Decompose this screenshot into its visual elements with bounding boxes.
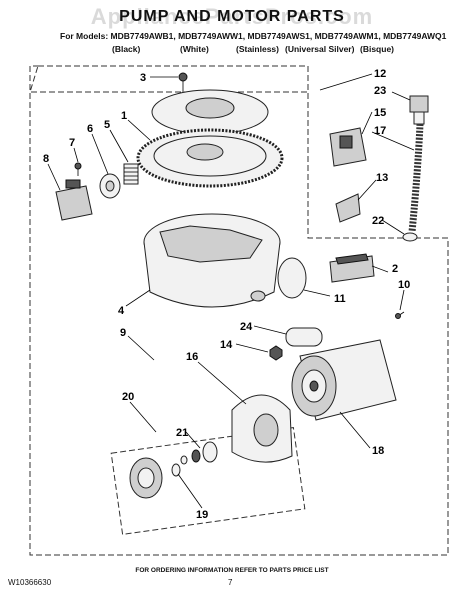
callout-16: 16 xyxy=(186,351,198,363)
part-nut-14 xyxy=(269,345,283,361)
callout-20: 20 xyxy=(122,391,134,403)
part-screw-7 xyxy=(74,162,82,176)
ordering-note: FOR ORDERING INFORMATION REFER TO PARTS … xyxy=(135,567,329,574)
page-title: PUMP AND MOTOR PARTS xyxy=(119,8,345,25)
part-hose-17 xyxy=(408,123,424,233)
part-motor-18 xyxy=(291,339,397,421)
callout-22: 22 xyxy=(372,215,384,227)
callout-12: 12 xyxy=(374,68,386,80)
color-label-stainless: (Stainless) xyxy=(236,44,279,54)
part-housing-8 xyxy=(55,179,93,221)
outer-assembly-boundary xyxy=(29,65,449,556)
part-filter-cover-1 xyxy=(136,89,284,188)
callout-19: 19 xyxy=(196,509,208,521)
callout-9: 9 xyxy=(120,327,126,339)
part-seal-21 xyxy=(180,441,218,465)
callout-6: 6 xyxy=(87,123,93,135)
part-rotor-20 xyxy=(129,457,163,499)
callout-18: 18 xyxy=(372,445,384,457)
callout-24: 24 xyxy=(240,321,253,333)
color-label-bisque: (Bisque) xyxy=(360,44,394,54)
part-sensor-23 xyxy=(409,95,429,125)
models-line: For Models: MDB7749AWB1, MDB7749AWW1, MD… xyxy=(60,31,447,41)
callout-14: 14 xyxy=(220,339,233,351)
part-screw-10 xyxy=(395,311,405,319)
callout-leaders xyxy=(47,73,415,509)
part-sump-4 xyxy=(143,213,281,308)
callout-23: 23 xyxy=(374,85,386,97)
callout-5: 5 xyxy=(104,119,110,131)
part-clamp-22 xyxy=(402,232,418,242)
callout-8: 8 xyxy=(43,153,49,165)
watermark-text: AppliancePartsPros.com xyxy=(90,4,374,29)
callout-3: 3 xyxy=(140,72,146,84)
callout-17: 17 xyxy=(374,125,386,137)
main-assembly-boundary xyxy=(29,65,309,93)
callout-2: 2 xyxy=(392,263,398,275)
callout-4: 4 xyxy=(118,305,125,317)
part-washer-19 xyxy=(171,463,181,477)
callout-10: 10 xyxy=(398,279,410,291)
part-capacitor-24 xyxy=(285,327,323,347)
part-screw-3 xyxy=(178,72,188,92)
page-number: 7 xyxy=(228,578,233,587)
part-diverter-15 xyxy=(329,127,367,167)
callout-1: 1 xyxy=(121,110,127,122)
document-number: W10366630 xyxy=(8,578,52,587)
part-gasket-11 xyxy=(277,257,307,299)
color-label-universal-silver: (Universal Silver) xyxy=(285,44,355,54)
part-cover-2 xyxy=(329,253,375,283)
part-bracket-13 xyxy=(335,193,361,223)
callout-7: 7 xyxy=(69,137,75,149)
callout-21: 21 xyxy=(176,427,188,439)
color-label-black: (Black) xyxy=(112,44,141,54)
part-volute-16 xyxy=(231,394,293,463)
callout-11: 11 xyxy=(334,293,346,305)
callout-13: 13 xyxy=(376,172,388,184)
color-label-white: (White) xyxy=(180,44,209,54)
part-impeller-6 xyxy=(99,173,121,199)
callout-15: 15 xyxy=(374,107,386,119)
part-spring-5 xyxy=(123,163,139,185)
